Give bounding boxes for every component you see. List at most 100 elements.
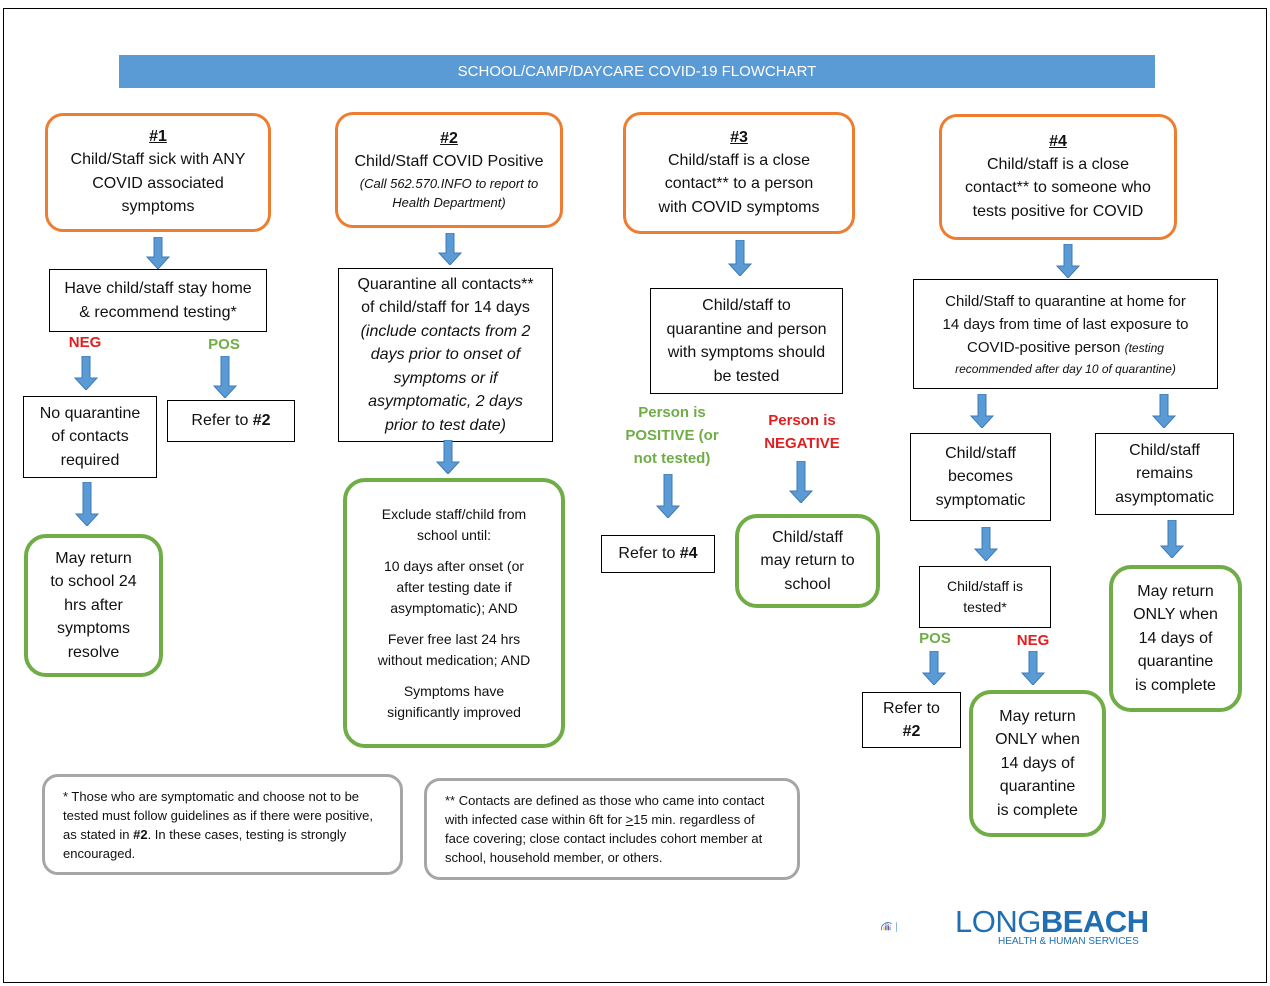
box-line: asymptomatic, 2 days — [368, 393, 523, 411]
down-arrow-icon — [74, 356, 98, 390]
down-arrow-icon — [1056, 244, 1080, 278]
box-line: COVID-positive person (testing — [967, 336, 1164, 360]
box-line: days prior to onset of — [370, 346, 521, 364]
down-arrow-icon — [75, 482, 99, 526]
box-line: symptoms — [121, 198, 195, 216]
label-line: Person is — [638, 404, 706, 421]
box-line: asymptomatic — [1115, 488, 1214, 506]
box-2-exclude: Exclude staff/child from school until: 1… — [343, 478, 565, 748]
label-line: NEGATIVE — [764, 435, 840, 452]
box-4-tested: Child/staff is tested* — [919, 566, 1051, 628]
box-line: with COVID symptoms — [658, 198, 820, 216]
box-4-refer: Refer to #2 — [862, 692, 961, 748]
note-line: school, household member, or others. — [445, 850, 663, 865]
box-1-sick: #1 Child/Staff sick with ANY COVID assoc… — [45, 113, 271, 232]
down-arrow-icon — [1021, 651, 1045, 685]
down-arrow-icon — [146, 237, 170, 269]
box-2-positive: #2 Child/Staff COVID Positive (Call 562.… — [335, 112, 563, 228]
box-line: Child/Staff to quarantine at home for — [945, 292, 1186, 310]
box-line: be tested — [713, 367, 780, 385]
box-line: hrs after — [64, 596, 123, 614]
box-1-stay-home: Have child/staff stay home & recommend t… — [49, 269, 267, 332]
box-note: (testing — [1124, 340, 1164, 355]
refer-number: #2 — [252, 412, 271, 430]
note-line: tested must follow guidelines as if ther… — [63, 807, 373, 823]
box-line: Quarantine all contacts** — [357, 275, 534, 293]
box-line: of contacts — [51, 428, 129, 446]
note-symbol: > — [625, 812, 634, 827]
footnote-symptomatic: * Those who are symptomatic and choose n… — [42, 774, 403, 875]
box-line: (include contacts from 2 — [360, 322, 531, 340]
box-line: COVID associated — [92, 174, 224, 192]
box-line: Symptoms have — [403, 682, 505, 699]
box-line: & recommend testing* — [79, 303, 237, 321]
box-line: Child/staff — [945, 444, 1016, 462]
box-line: Have child/staff stay home — [64, 280, 252, 297]
box-4-asymptomatic: Child/staff remains asymptomatic — [1095, 433, 1234, 515]
down-arrow-icon — [970, 394, 994, 428]
box-line: Child/staff — [772, 528, 843, 546]
box-note: Health Department) — [392, 194, 506, 210]
box-line: prior to test date) — [385, 416, 506, 434]
box-line: #2 — [902, 723, 921, 740]
box-number: #2 — [440, 130, 458, 148]
down-arrow-icon — [656, 474, 680, 518]
box-line: Child/Staff sick with ANY — [70, 151, 246, 169]
box-line: May return — [55, 549, 132, 567]
note-text: with infected case within 6ft for — [445, 812, 626, 827]
box-line: contact** to someone who — [965, 179, 1151, 197]
box-1-refer: Refer to #2 — [167, 400, 295, 442]
down-arrow-icon — [974, 527, 998, 561]
box-line: becomes — [948, 468, 1013, 486]
box-line: Child/staff is a close — [668, 151, 810, 169]
label-pos: POS — [208, 336, 240, 353]
box-3-return: Child/staff may return to school — [735, 514, 880, 608]
box-line: Child/staff to — [702, 297, 791, 314]
down-arrow-icon — [213, 356, 237, 398]
refer-number: #4 — [679, 545, 698, 563]
box-4-return-asym: May return ONLY when 14 days of quaranti… — [1109, 565, 1242, 712]
box-line: Refer to #2 — [191, 409, 270, 433]
box-line: No quarantine — [39, 404, 141, 422]
box-line: Fever free last 24 hrs — [387, 630, 521, 647]
note-text: . In these cases, testing is strongly — [147, 826, 347, 842]
box-line: ONLY when — [1133, 606, 1218, 624]
box-line: after testing date if — [396, 578, 512, 595]
down-arrow-icon — [728, 240, 752, 276]
box-line: quarantine and person — [666, 320, 827, 338]
box-line: Child/staff is — [947, 578, 1023, 594]
down-arrow-icon — [436, 440, 460, 474]
down-arrow-icon — [438, 233, 462, 265]
box-4-symptomatic: Child/staff becomes symptomatic — [910, 433, 1051, 521]
logo-name-b: BEACH — [1040, 904, 1149, 939]
footnote-contacts: ** Contacts are defined as those who cam… — [424, 778, 800, 880]
box-1-no-quarantine: No quarantine of contacts required — [23, 396, 157, 478]
label-neg: NEG — [68, 334, 102, 351]
box-line: Refer to #4 — [618, 542, 697, 566]
box-text: COVID-positive person — [967, 338, 1125, 356]
box-line: Refer to — [883, 699, 940, 717]
label-line: not tested) — [633, 450, 711, 467]
box-line: Exclude staff/child from — [381, 505, 527, 522]
box-line: required — [60, 451, 120, 469]
box-line: significantly improved — [387, 703, 521, 720]
box-line: may return to — [760, 552, 855, 570]
logo-name-a: LONG — [955, 904, 1041, 939]
box-number: #3 — [730, 128, 748, 146]
box-4-quarantine-home: Child/Staff to quarantine at home for 14… — [913, 279, 1218, 389]
box-line: ONLY when — [995, 731, 1080, 749]
note-line: face covering; close contact includes co… — [445, 831, 763, 846]
page-frame — [3, 8, 1267, 983]
box-line: symptoms — [57, 620, 130, 638]
label-pos: POS — [919, 630, 951, 647]
box-line: Child/Staff COVID Positive — [354, 153, 544, 171]
label-neg: NEG — [1016, 632, 1050, 649]
box-4-close-contact-positive: #4 Child/staff is a close contact** to s… — [939, 114, 1177, 240]
box-line: 10 days after onset (or — [383, 557, 525, 574]
label-person-negative: Person is NEGATIVE — [752, 409, 852, 455]
note-line: * Those who are symptomatic and choose n… — [63, 788, 360, 804]
label-person-positive: Person is POSITIVE (or not tested) — [612, 401, 732, 470]
box-line: school — [784, 575, 831, 593]
box-2-quarantine-contacts: Quarantine all contacts** of child/staff… — [338, 268, 553, 442]
box-line: resolve — [67, 643, 120, 661]
